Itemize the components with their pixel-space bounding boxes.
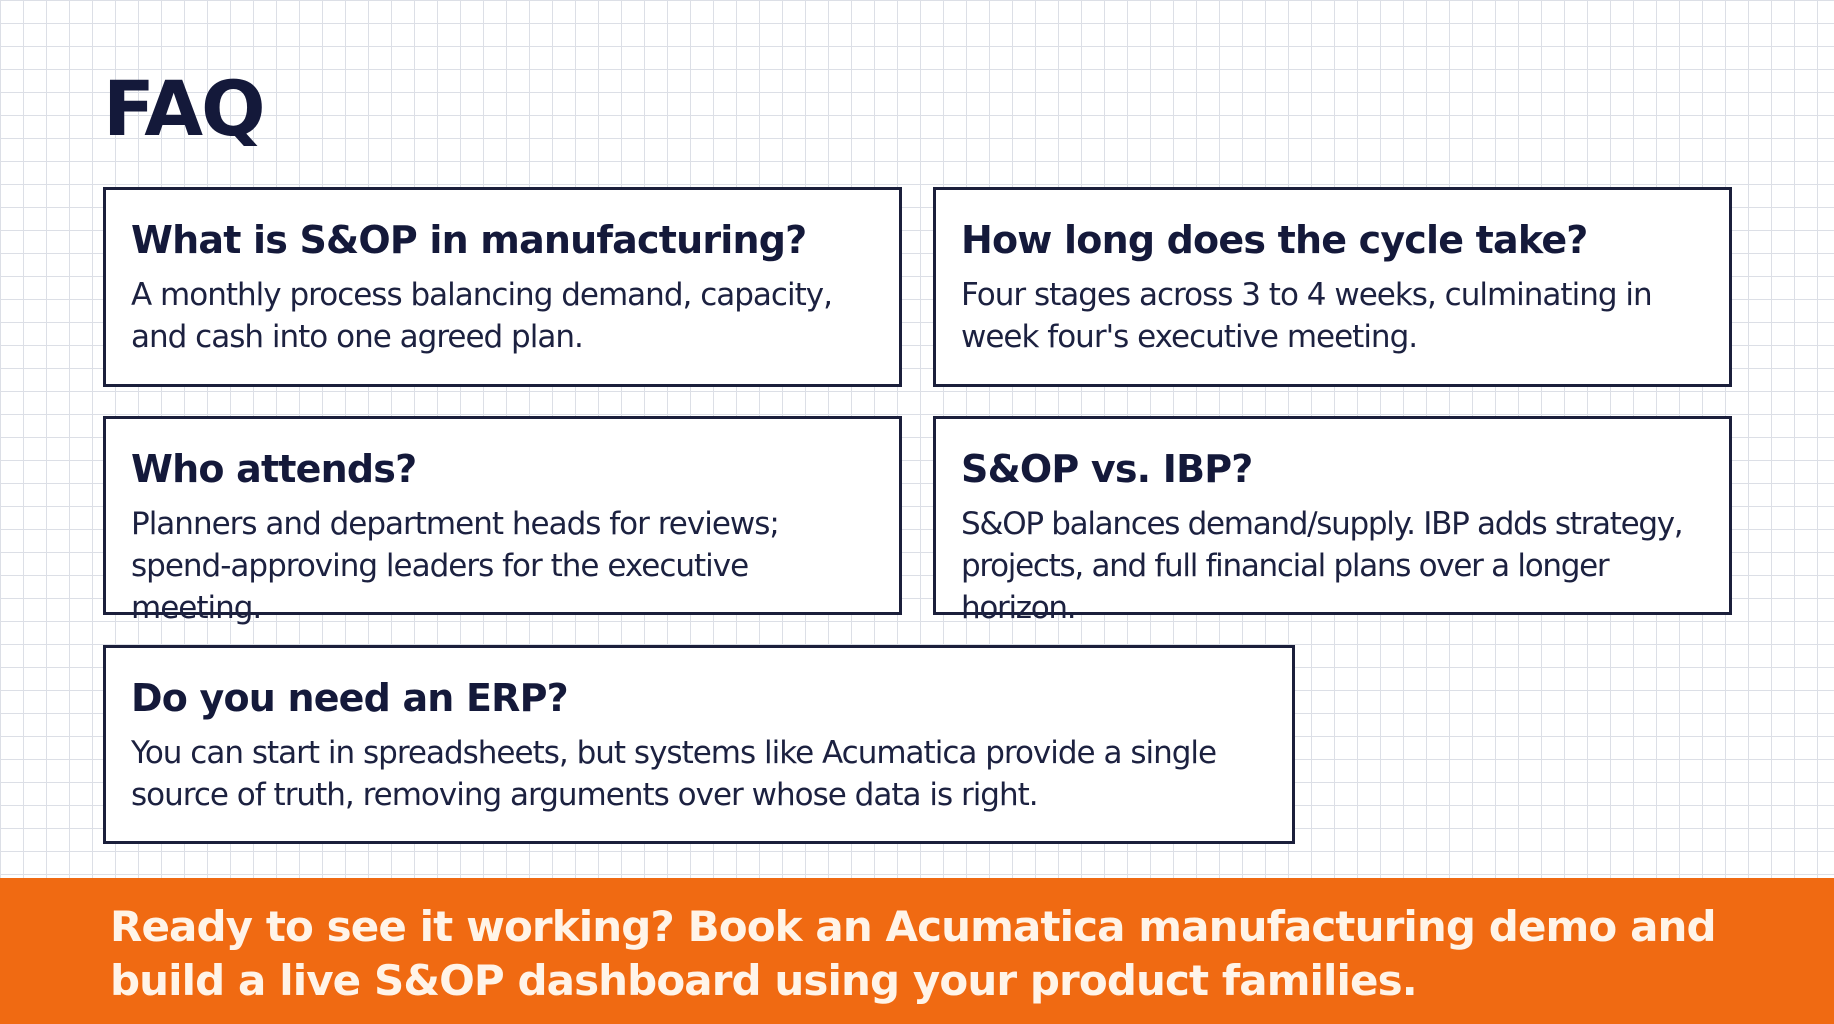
- faq-answer: Four stages across 3 to 4 weeks, culmina…: [961, 277, 1653, 355]
- faq-question: How long does the cycle take?: [961, 218, 1588, 262]
- faq-card-need-erp: Do you need an ERP? You can start in spr…: [103, 645, 1295, 844]
- faq-answer: S&OP balances demand/supply. IBP adds st…: [961, 506, 1684, 626]
- faq-card-what-is-sop: What is S&OP in manufacturing? A monthly…: [103, 187, 902, 387]
- page-title: FAQ: [103, 64, 266, 153]
- faq-card-who-attends: Who attends? Planners and department hea…: [103, 416, 902, 626]
- faq-question: What is S&OP in manufacturing?: [131, 218, 807, 262]
- faq-question: S&OP vs. IBP?: [961, 447, 1253, 491]
- faq-answer: Planners and department heads for review…: [131, 506, 780, 626]
- faq-question: Who attends?: [131, 447, 417, 491]
- faq-answer: You can start in spreadsheets, but syste…: [131, 735, 1217, 813]
- faq-question: Do you need an ERP?: [131, 676, 569, 720]
- cta-banner: Ready to see it working? Book an Acumati…: [0, 878, 1834, 1024]
- faq-card-sop-vs-ibp: S&OP vs. IBP? S&OP balances demand/suppl…: [933, 416, 1732, 626]
- faq-answer: A monthly process balancing demand, capa…: [131, 277, 833, 355]
- faq-card-cycle-length: How long does the cycle take? Four stage…: [933, 187, 1732, 387]
- cta-text: Ready to see it working? Book an Acumati…: [110, 902, 1717, 1005]
